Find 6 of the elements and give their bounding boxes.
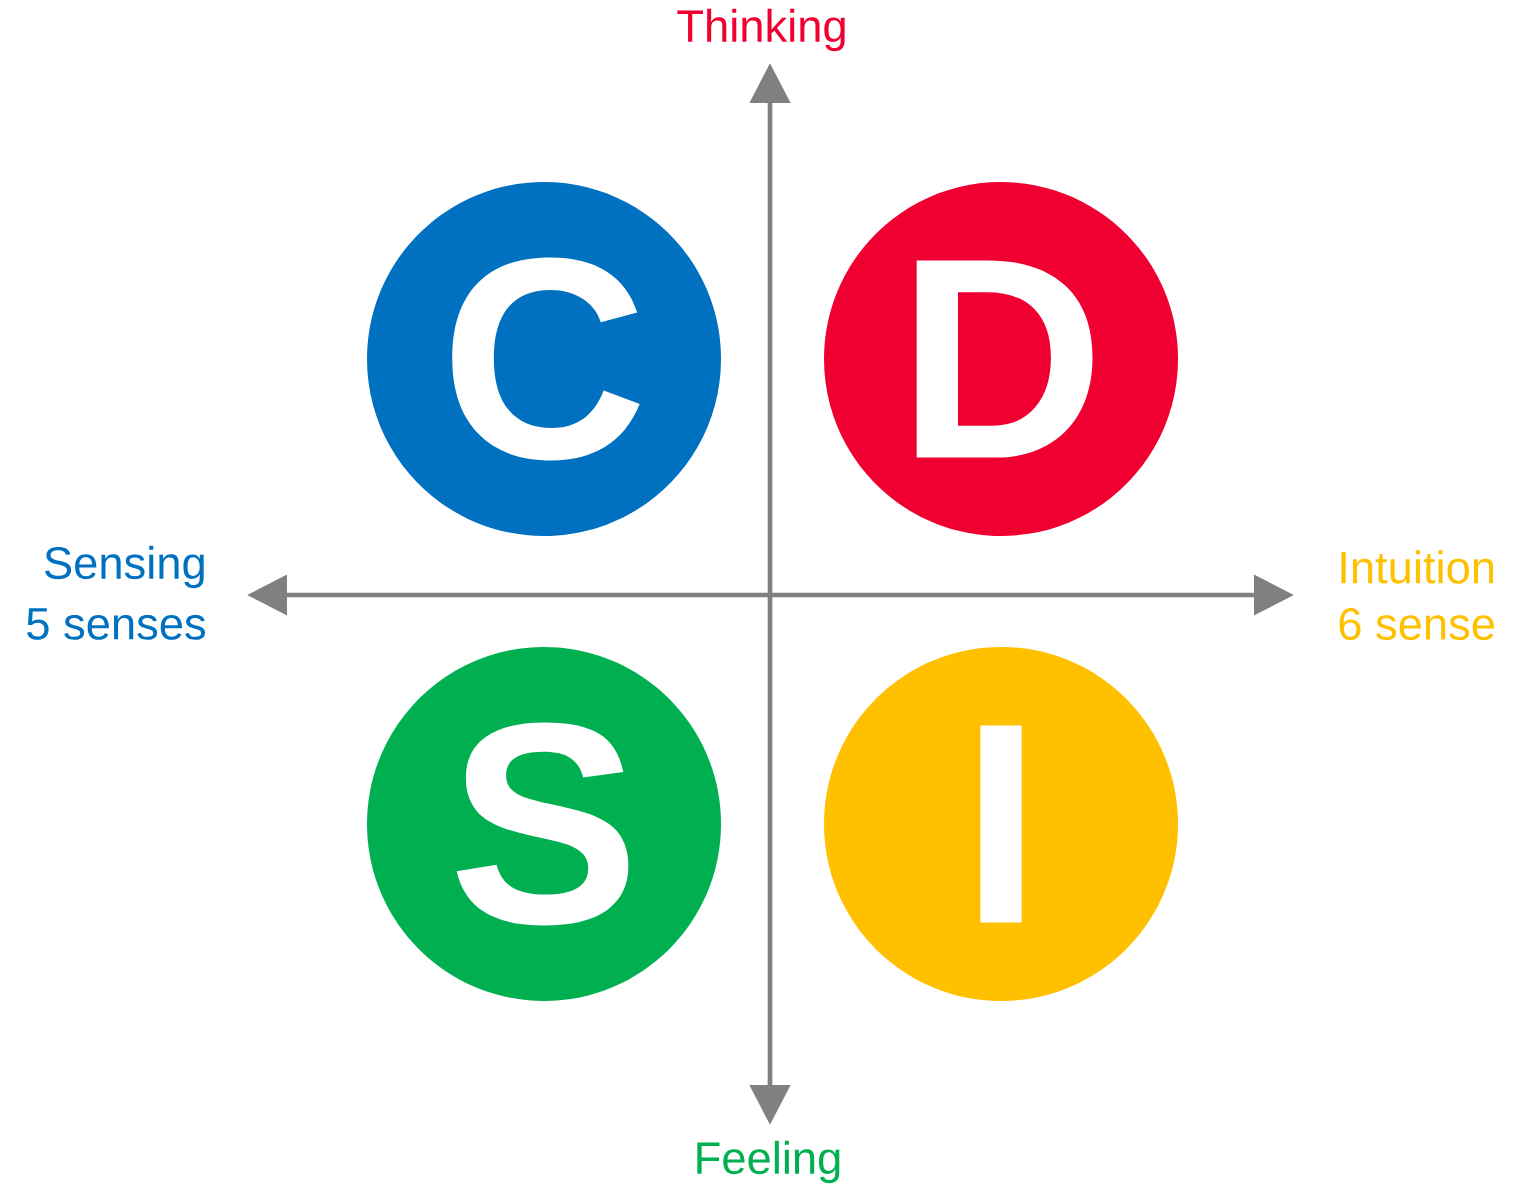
axis-label: Thinking (677, 8, 845, 52)
axis-label: 6 sense (1339, 607, 1494, 641)
axis-label: Intuition (1341, 550, 1494, 584)
axis-label: Feeling (697, 1140, 840, 1184)
axis-label: 5 senses (27, 608, 206, 640)
axis-label: Sensing (44, 545, 204, 589)
